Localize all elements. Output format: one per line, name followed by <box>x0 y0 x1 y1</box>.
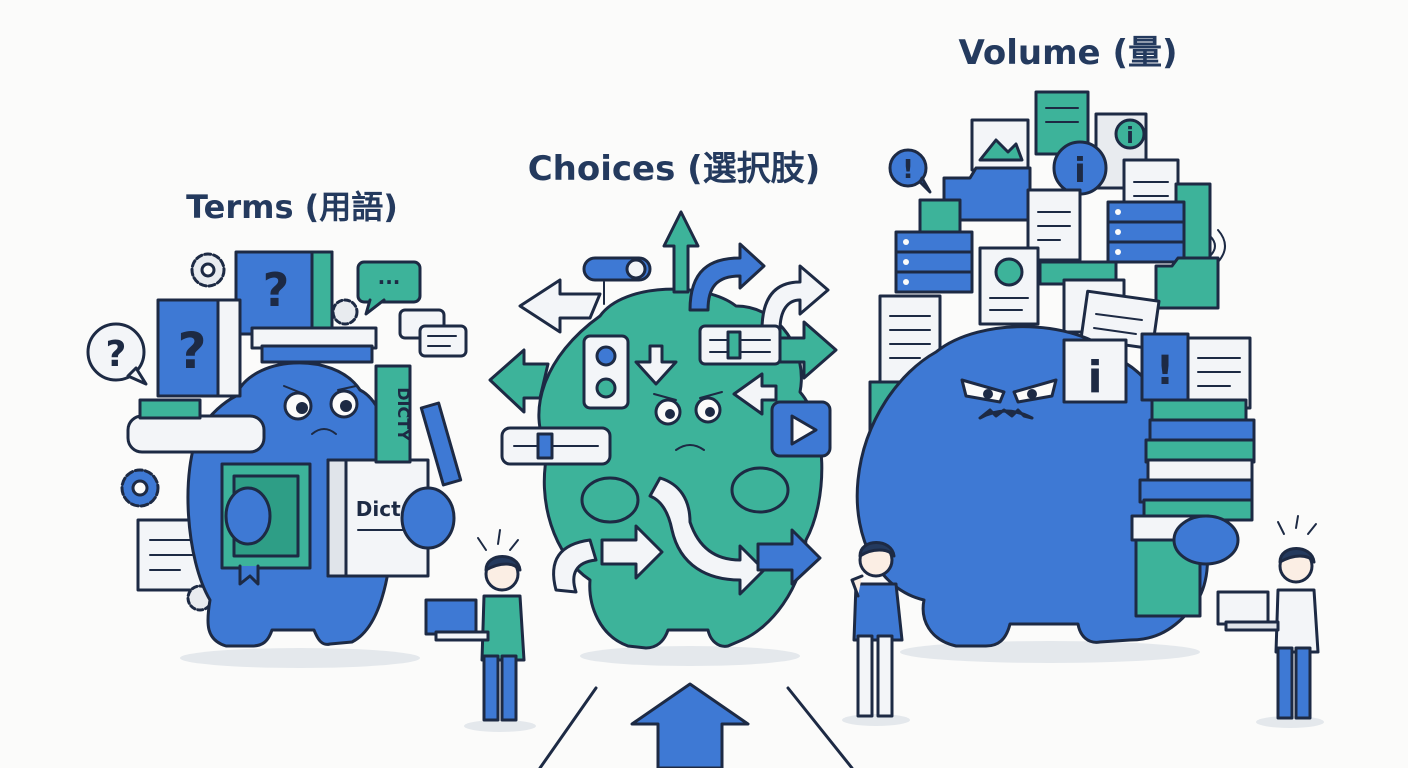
question-bubble-icon: ? <box>86 322 148 386</box>
gear-icon <box>331 298 359 326</box>
exclamation-label: ! <box>902 155 914 185</box>
info-label: i <box>1126 124 1134 149</box>
arrow-icon <box>756 528 822 586</box>
question-book: ? <box>234 250 334 336</box>
chat-bubble-icon: ... <box>356 260 422 316</box>
arrow-icon <box>732 372 778 416</box>
question-mark: ? <box>106 334 127 375</box>
folder-icon <box>1154 256 1220 310</box>
info-label: i <box>1074 151 1086 191</box>
info-label: i <box>1087 352 1102 403</box>
laptop-icon <box>424 598 490 642</box>
arrow-icon <box>760 264 830 332</box>
play-icon <box>770 400 832 458</box>
chat-ellipsis: ... <box>378 265 401 289</box>
ground-shadow-choices <box>580 646 800 666</box>
dicty-label: DICTY <box>394 387 413 441</box>
chart-icon <box>978 246 1040 326</box>
person-with-laptop-1 <box>424 529 526 722</box>
arrow-icon <box>662 210 700 294</box>
person-thinking <box>850 541 904 718</box>
ground-shadow-person-2 <box>842 714 910 726</box>
terms-monster-group: ? ... ? <box>86 250 468 648</box>
converge-line-right <box>786 686 854 768</box>
arrow-icon <box>778 320 838 380</box>
question-book: ? <box>156 298 242 398</box>
arrow-icon <box>488 348 550 414</box>
server-icon <box>1106 200 1186 264</box>
exclamation-label: ! <box>1156 348 1174 394</box>
toggle-switch-icon <box>582 256 652 305</box>
dicty-book: DICTY <box>374 364 413 464</box>
chat-bubble-icon <box>398 308 468 358</box>
title-terms: Terms (用語) <box>186 188 398 226</box>
arrow-icon <box>552 538 598 594</box>
dict-label: Dict. <box>356 497 408 521</box>
arrow-icon <box>688 242 766 312</box>
question-mark: ? <box>177 322 206 380</box>
arrow-icon <box>634 344 678 386</box>
toggle-switch-icon <box>500 426 612 466</box>
info-icon: i <box>1062 338 1128 404</box>
person-with-laptop-2 <box>1216 515 1320 720</box>
title-volume: Volume (量) <box>958 33 1177 73</box>
laptop-icon <box>1216 590 1280 632</box>
ground-shadow-terms <box>180 648 420 668</box>
exclamation-icon: ! <box>1140 332 1190 402</box>
toggle-switch-icon <box>698 324 782 366</box>
image-icon <box>970 118 1030 172</box>
arrow-icon <box>600 524 664 580</box>
title-choices: Choices (選択肢) <box>528 149 821 189</box>
converge-line-left <box>538 686 598 768</box>
ground-shadow-volume <box>900 641 1200 663</box>
toggle-switch-icon <box>582 334 630 410</box>
volume-monster-group: i i ! <box>855 90 1256 648</box>
info-icon: i <box>1114 118 1146 150</box>
ground-shadow-person-1 <box>464 720 536 732</box>
arrow-icon <box>648 476 766 596</box>
question-mark: ? <box>263 263 290 317</box>
server-icon <box>894 230 974 294</box>
choices-monster-group <box>488 210 838 650</box>
info-icon: i <box>1052 140 1108 196</box>
arrow-icon <box>518 278 602 334</box>
exclamation-icon: ! <box>888 148 932 194</box>
big-up-arrow <box>630 682 750 768</box>
